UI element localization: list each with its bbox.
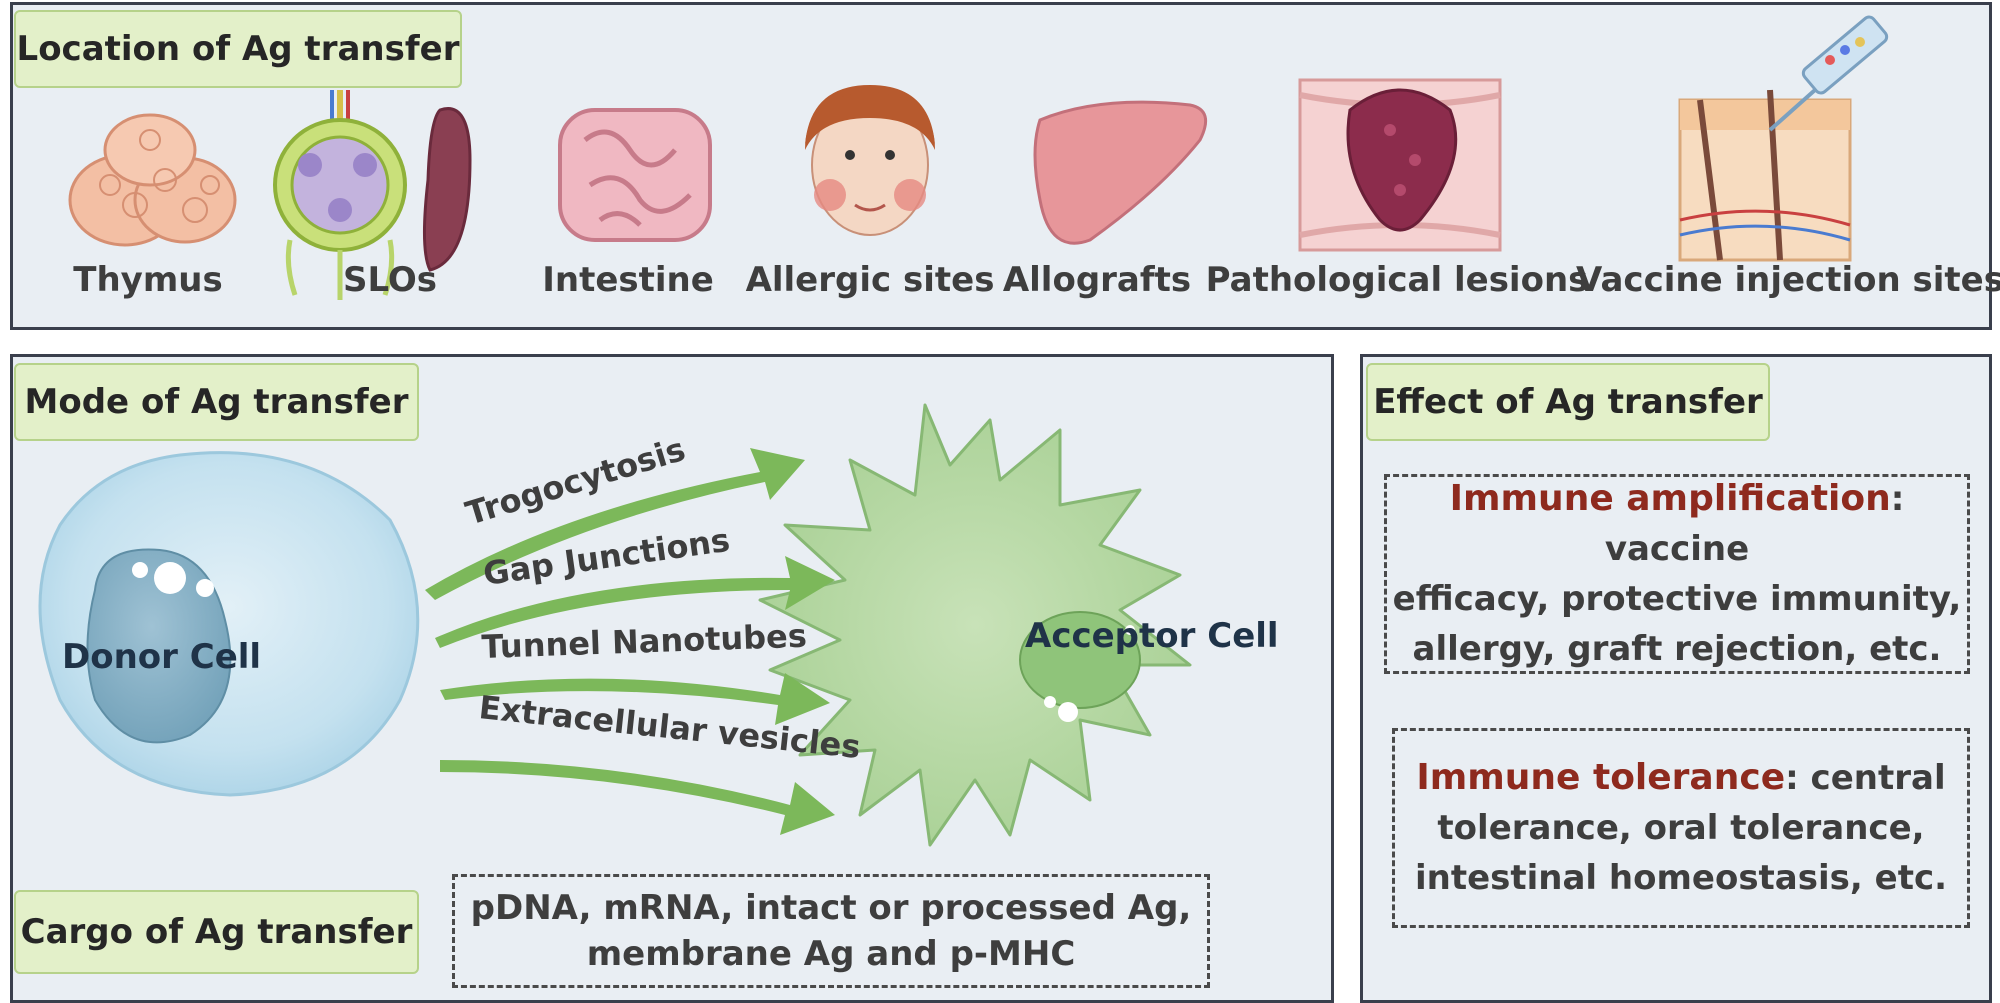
label-intestine: Intestine (542, 260, 714, 300)
liver-icon (1033, 100, 1208, 245)
arrow-tunnel-nanotubes (440, 673, 830, 725)
cargo-title: Cargo of Ag transfer (14, 890, 419, 974)
donor-cell-label: Donor Cell (62, 637, 261, 677)
label-slos: SLOs (342, 260, 438, 300)
arrow-extracellular-vesicles (440, 760, 835, 835)
lymph-node-icon (273, 90, 407, 300)
amplification-term: Immune amplification (1449, 478, 1891, 519)
tolerance-line-3: intestinal homeostasis, etc. (1414, 858, 1948, 898)
allergic-face-icon (805, 85, 935, 236)
label-trogocytosis: Trogocytosis (461, 430, 689, 533)
skin-injection-icon (1678, 15, 1889, 262)
acceptor-cell-label: Acceptor Cell (1025, 616, 1279, 656)
amplification-line-2: efficacy, protective immunity, (1392, 579, 1962, 619)
tolerance-line-1: : central (1785, 758, 1946, 798)
arrow-gap-junctions (435, 556, 835, 648)
cargo-line-1: pDNA, mRNA, intact or processed Ag, (470, 888, 1192, 928)
organ-illustrations (68, 15, 1889, 300)
cargo-line-2: membrane Ag and p-MHC (586, 934, 1076, 974)
label-allografts: Allografts (1002, 260, 1192, 300)
tolerance-term: Immune tolerance (1416, 757, 1786, 798)
arrow-trogocytosis (425, 448, 805, 600)
label-allergic-sites: Allergic sites (745, 260, 995, 300)
thymus-icon (68, 113, 237, 247)
cargo-box: pDNA, mRNA, intact or processed Ag, memb… (452, 874, 1210, 988)
intestine-icon (558, 108, 712, 242)
amplification-line-3: allergy, graft rejection, etc. (1412, 629, 1942, 669)
location-title: Location of Ag transfer (14, 10, 462, 88)
spleen-icon (422, 107, 472, 272)
amplification-box: Immune amplification: vaccine efficacy, … (1384, 474, 1970, 674)
label-vaccine-injection-sites: Vaccine injection sites (1576, 260, 2000, 300)
label-tunnel-nanotubes: Tunnel Nanotubes (481, 617, 807, 666)
donor-cell (38, 451, 420, 797)
lesion-icon (1298, 78, 1502, 252)
effect-panel (1360, 354, 1992, 1003)
acceptor-cell (758, 403, 1192, 847)
effect-title: Effect of Ag transfer (1366, 363, 1770, 441)
label-pathological-lesions: Pathological lesions (1205, 260, 1589, 300)
amplification-line-1: : vaccine (1604, 479, 1905, 569)
mode-title: Mode of Ag transfer (14, 363, 419, 441)
transfer-diagram: Trogocytosis Gap Junctions Tunnel Nanotu… (38, 403, 1279, 847)
tolerance-box: Immune tolerance: central tolerance, ora… (1392, 728, 1970, 928)
tolerance-line-2: tolerance, oral tolerance, (1437, 808, 1925, 848)
label-thymus: Thymus (73, 260, 223, 300)
transfer-arrows (425, 448, 835, 835)
